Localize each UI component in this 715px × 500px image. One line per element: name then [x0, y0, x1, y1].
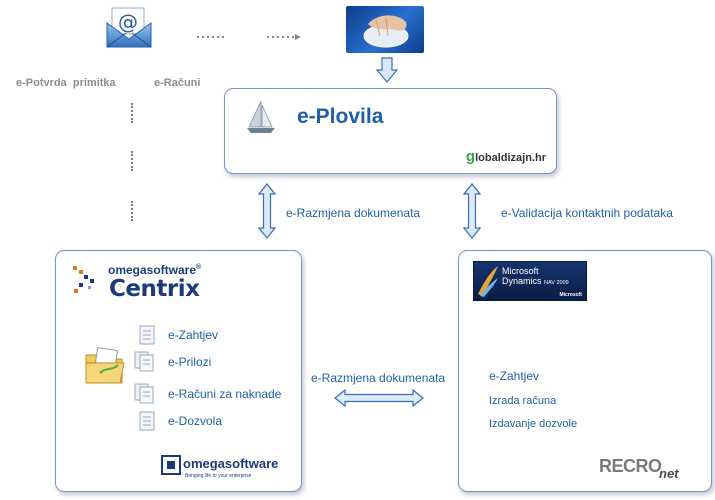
omegasoftware-footer-brand: omegasoftware [183, 456, 279, 471]
racuni-label: e-Računi [154, 77, 201, 89]
documents-stack-icon [134, 383, 154, 404]
centrix-item-zahtjev[interactable]: e-Zahtjev [138, 325, 218, 345]
dotted-connector [131, 103, 135, 123]
document-icon [139, 411, 155, 431]
svg-text:@: @ [118, 10, 138, 34]
email-icon: @ [104, 5, 154, 51]
dynamics-version: NAV 2009 [544, 280, 569, 286]
connector-label-right: e-Validacija kontaktnih podataka [501, 206, 673, 220]
dynamics-item-izrada[interactable]: Izrada računa [489, 395, 557, 407]
dotted-connector [131, 151, 135, 171]
double-arrow-horizontal [334, 388, 424, 408]
dotted-connector [131, 201, 135, 221]
connector-label-left: e-Razmjena dokumenata [286, 206, 421, 220]
centrix-item-label: e-Zahtjev [168, 328, 219, 342]
dynamics-logo-line1: Microsoft [502, 266, 539, 276]
double-arrow-left [257, 183, 277, 239]
down-arrow [375, 57, 399, 83]
microsoft-dynamics-logo: Microsoft Dynamics NAV 2009 Microsoft [473, 261, 587, 301]
centrix-box: omegasoftware® Centrix e-Zahtjev e-Prilo… [55, 250, 302, 492]
centrix-item-label: e-Prilozi [168, 355, 212, 369]
omegasoftware-top-brand: omegasoftware [108, 263, 197, 277]
dynamics-item-zahtjev[interactable]: e-Zahtjev [489, 369, 540, 383]
centrix-item-label: e-Računi za naknade [168, 387, 282, 401]
microsoft-small-logo: Microsoft [559, 292, 583, 298]
centrix-item-dozvola[interactable]: e-Dozvola [138, 411, 222, 431]
globaldizajn-text: lobaldizajn.hr [475, 152, 546, 164]
dynamics-swoosh-icon [478, 266, 498, 297]
dotted-connector [195, 27, 305, 40]
centrix-item-label: e-Dozvola [168, 414, 223, 428]
centrix-product-name: Centrix [109, 276, 200, 302]
eplovila-title: e-Plovila [297, 105, 384, 128]
dynamics-logo-line2: Dynamics NAV 2009 [502, 276, 569, 286]
globaldizajn-initial: g [465, 148, 476, 165]
mouse-hand-image [346, 6, 424, 53]
recro-net: net [659, 466, 679, 481]
centrix-item-racuni[interactable]: e-Računi za naknade [134, 383, 281, 405]
document-icon [139, 325, 155, 345]
registered-mark: ® [196, 264, 202, 271]
globaldizajn-logo: globaldizajn.hr [466, 148, 546, 165]
dynamics-box: Microsoft Dynamics NAV 2009 Microsoft e-… [458, 250, 712, 492]
omegasoftware-footer-tagline: Bringing life to your enterprise [185, 473, 252, 479]
potvrda-label: e-Potvrda primitka [16, 77, 116, 89]
connector-label-middle: e-Razmjena dokumenata [311, 371, 446, 385]
eplovila-box: e-Plovila globaldizajn.hr [224, 88, 557, 174]
dynamics-name: Dynamics [502, 276, 542, 286]
omegasoftware-footer-icon [161, 455, 181, 475]
double-arrow-right [462, 183, 482, 239]
folder-icon [84, 347, 126, 387]
documents-stack-icon [134, 351, 154, 372]
recro-logo: RECRO net [599, 456, 685, 486]
recro-brand: RECRO [599, 456, 662, 476]
omegasoftware-logo-icon [70, 263, 100, 299]
sailboat-icon [245, 99, 277, 135]
centrix-item-prilozi[interactable]: e-Prilozi [134, 351, 211, 373]
dynamics-item-izdavanje[interactable]: Izdavanje dozvole [489, 418, 578, 430]
omegasoftware-top-text: omegasoftware® [108, 263, 201, 277]
